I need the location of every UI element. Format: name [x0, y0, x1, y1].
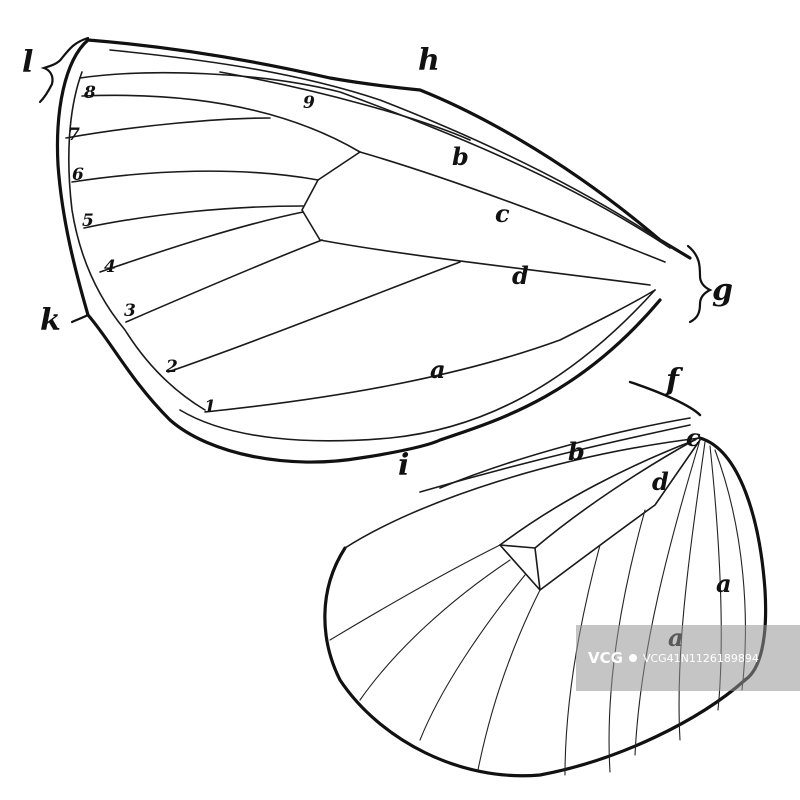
brace-k [70, 313, 90, 324]
watermark-code: VCG41N1126189894 [642, 651, 759, 665]
label-vein-9: 9 [303, 93, 315, 113]
forewing-costal-line-2 [109, 49, 676, 251]
hindwing-vein-r5 [564, 544, 601, 776]
label-vein-5: 5 [82, 211, 94, 231]
label-f: f [664, 363, 684, 398]
forewing-discal-cell [301, 151, 651, 286]
hindwing-cell-upper [499, 439, 696, 546]
label-hindwing-a1: a [716, 569, 732, 598]
label-h: h [418, 43, 440, 78]
hindwing-lower-margin [323, 546, 747, 778]
label-vein-1: 1 [204, 397, 216, 417]
hindwing-vein-r8 [678, 441, 706, 741]
vein-8 [81, 94, 361, 153]
brace-g [686, 244, 713, 324]
label-forewing-d: d [512, 261, 529, 290]
hindwing-vein-r4 [477, 589, 541, 771]
forewing-subcostal-line [79, 71, 671, 249]
label-i: i [398, 448, 409, 483]
forewing-outer-margin [55, 38, 90, 317]
brace-l [38, 36, 90, 104]
label-vein-3: 3 [124, 301, 136, 321]
vein-3 [125, 239, 323, 323]
label-hindwing-b: b [568, 437, 585, 466]
label-g: g [712, 273, 733, 308]
hindwing-vein-r7 [634, 439, 701, 756]
label-hindwing-d: d [652, 467, 669, 496]
label-vein-2: 2 [165, 357, 178, 377]
watermark-banner: VCG VCG41N1126189894 [576, 625, 800, 691]
forewing-inner-margin [86, 298, 662, 464]
hindwing-subcosta-2 [419, 424, 691, 493]
label-hindwing-c: c [686, 423, 701, 452]
label-vein-4: 4 [104, 257, 116, 277]
vein-1 [204, 289, 656, 413]
forewing-costal-margin [86, 38, 692, 260]
hindwing-cell-side [534, 547, 541, 591]
label-vein-8: 8 [83, 83, 96, 103]
hindwing-vein-r1 [329, 544, 501, 641]
hindwing-base-stroke [628, 380, 702, 417]
label-forewing-a: a [430, 355, 446, 384]
label-l: l [22, 45, 33, 80]
hindwing-subcosta [439, 417, 691, 489]
hindwing-vein-r3 [419, 574, 526, 741]
hindwing-cell-top [499, 437, 699, 549]
label-vein-7: 7 [68, 125, 80, 145]
label-forewing-b: b [452, 142, 469, 171]
forewing [55, 38, 692, 464]
label-forewing-c: c [495, 199, 510, 228]
vein-7 [65, 117, 271, 139]
watermark-brand: VCG [588, 649, 623, 667]
vein-2 [167, 261, 461, 373]
label-k: k [40, 303, 61, 338]
vein-4 [99, 211, 304, 273]
hindwing-vein-r2 [359, 559, 511, 701]
label-vein-6: 6 [72, 165, 84, 185]
forewing-inner-margin-inner [179, 289, 656, 442]
vein-5 [83, 205, 304, 229]
vein-6 [71, 170, 319, 183]
forewing-cell-upper [359, 151, 666, 263]
forewing-outer-margin-inner [68, 71, 206, 411]
hindwing-costa [344, 437, 701, 549]
vcg-logo-icon [628, 654, 637, 662]
vein-9 [219, 71, 471, 141]
